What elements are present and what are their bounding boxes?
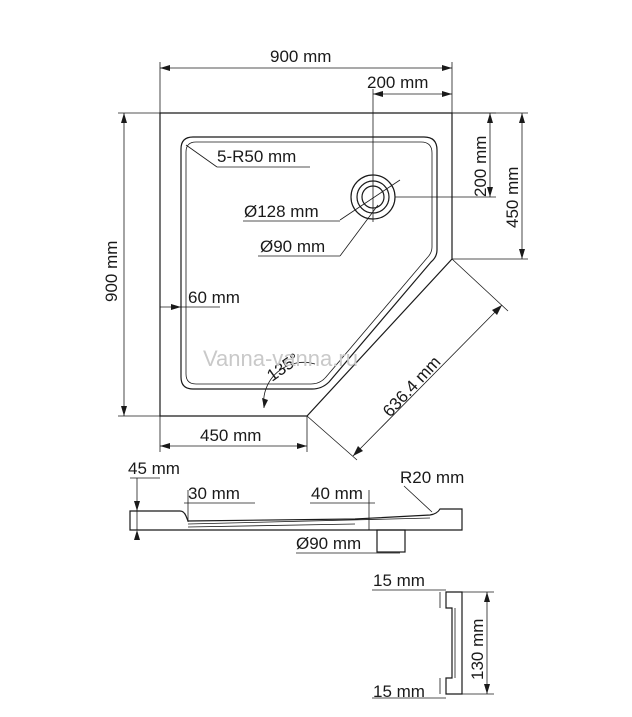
section-radius-label: R20 mm bbox=[400, 468, 464, 487]
section-height-label: 45 mm bbox=[128, 459, 180, 478]
profile-top-label: 15 mm bbox=[373, 571, 425, 590]
side-450-label: 450 mm bbox=[503, 167, 522, 228]
drain-outer-label: Ø128 mm bbox=[244, 202, 319, 221]
profile-view: 15 mm 130 mm 15 mm bbox=[372, 571, 494, 701]
top-view: 900 mm 200 mm 200 mm 450 mm 900 mm bbox=[102, 47, 528, 461]
drain-offset-y-label: 200 mm bbox=[471, 136, 490, 197]
section-drain-label: Ø90 mm bbox=[296, 534, 361, 553]
profile-bottom-label: 15 mm bbox=[373, 682, 425, 701]
bottom-450-label: 450 mm bbox=[200, 426, 261, 445]
tray-section bbox=[129, 508, 463, 531]
height-dimension-label: 900 mm bbox=[102, 241, 121, 302]
section-view: 45 mm 30 mm 40 mm R20 mm Ø90 mm bbox=[128, 459, 464, 554]
drain-offset-x-label: 200 mm bbox=[367, 73, 428, 92]
profile-shape bbox=[445, 591, 463, 695]
section-rim-label: 30 mm bbox=[188, 484, 240, 503]
width-dimension-label: 900 mm bbox=[270, 47, 331, 66]
rim-width-label: 60 mm bbox=[188, 288, 240, 307]
basin-outline bbox=[180, 136, 438, 390]
basin-inner-rim bbox=[185, 141, 433, 385]
drain-inner-label: Ø90 mm bbox=[260, 237, 325, 256]
profile-height-label: 130 mm bbox=[468, 619, 487, 680]
drain-pipe bbox=[376, 529, 406, 553]
watermark: Vanna-vanna.ru bbox=[203, 346, 358, 371]
tray-outline bbox=[159, 112, 453, 417]
section-drain-depth-label: 40 mm bbox=[311, 484, 363, 503]
diagonal-dimension-label: 636.4 mm bbox=[379, 352, 444, 420]
radius-label: 5-R50 mm bbox=[217, 147, 296, 166]
